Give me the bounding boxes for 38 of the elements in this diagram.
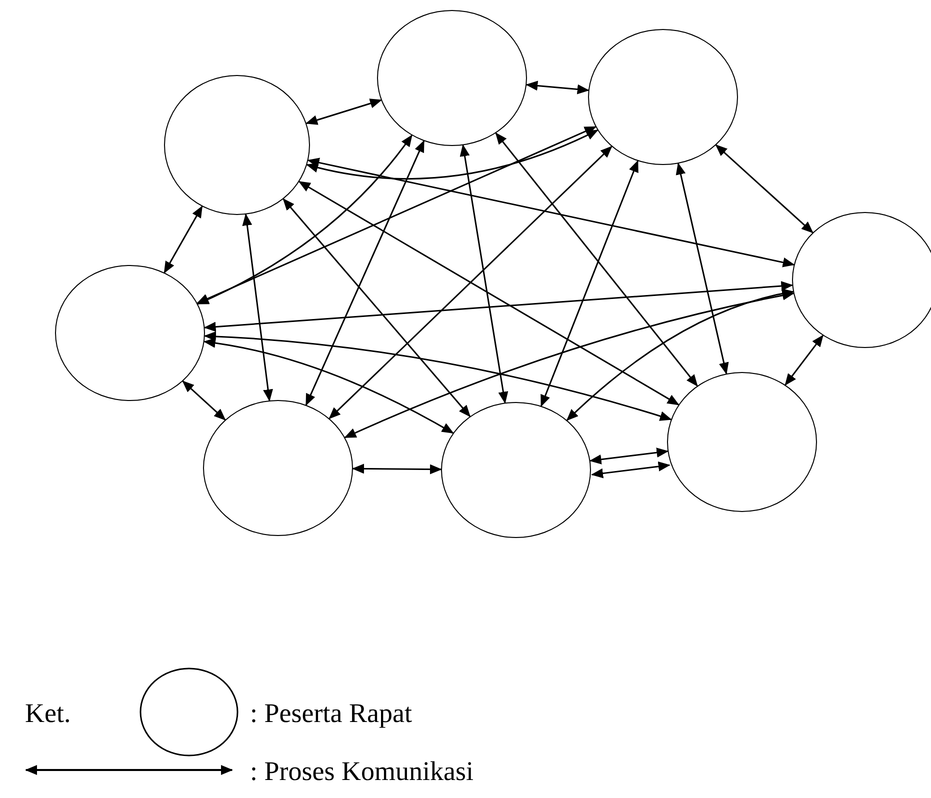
- arrow: [196, 126, 597, 304]
- arrow: [715, 144, 814, 234]
- arrow: [305, 98, 382, 125]
- legend-heading: Ket.: [25, 700, 71, 727]
- arrow: [196, 134, 412, 305]
- arrow: [540, 160, 638, 407]
- participant-circle: [667, 372, 817, 512]
- arrow: [306, 130, 598, 180]
- arrow: [344, 290, 794, 438]
- arrow: [676, 162, 729, 375]
- arrow: [460, 144, 508, 404]
- arrow: [589, 448, 669, 464]
- arrow: [591, 462, 670, 478]
- participant-circle: [164, 75, 310, 215]
- arrow: [182, 380, 226, 420]
- arrow: [526, 80, 590, 94]
- arrow: [298, 180, 680, 406]
- arrow: [566, 288, 794, 421]
- arrow: [307, 158, 795, 268]
- participant-circle: [441, 402, 591, 538]
- participant-circle: [792, 212, 931, 348]
- arrow: [495, 132, 698, 387]
- arrow: [242, 214, 273, 402]
- arrow: [305, 140, 425, 406]
- legend-label: : Proses Komunikasi: [250, 758, 474, 785]
- arrow: [784, 334, 824, 386]
- arrow: [328, 146, 612, 420]
- arrow: [352, 464, 442, 474]
- arrow: [282, 198, 471, 418]
- participant-circle: [55, 265, 205, 401]
- participant-circle: [588, 29, 738, 165]
- arrow: [204, 332, 672, 422]
- participant-circle: [377, 10, 527, 146]
- arrow: [203, 338, 454, 434]
- legend-label: : Peserta Rapat: [250, 700, 412, 727]
- arrow: [204, 281, 794, 332]
- arrow: [164, 206, 203, 274]
- participant-circle: [203, 400, 353, 536]
